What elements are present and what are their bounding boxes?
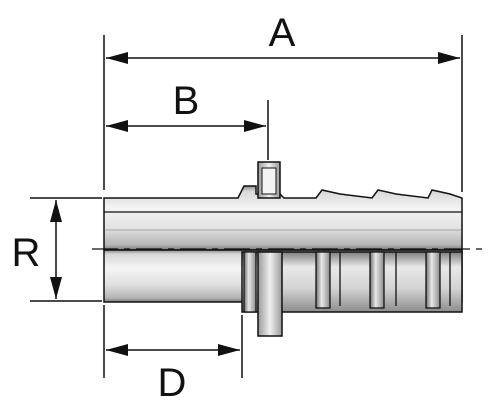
dimension-d: D (106, 344, 240, 400)
collar-ring (257, 251, 283, 337)
dimension-label-a: A (269, 11, 296, 55)
ferrule-ribs (243, 251, 451, 313)
dimension-label-d: D (158, 361, 187, 400)
dimension-label-b: B (173, 79, 200, 123)
extension-lines (30, 35, 463, 378)
upper-section (103, 185, 463, 251)
dimension-b: B (106, 79, 266, 132)
dimension-a: A (106, 11, 460, 64)
dimension-label-r: R (12, 231, 41, 275)
fitting-body (103, 161, 463, 337)
dimension-r: R (12, 200, 62, 299)
